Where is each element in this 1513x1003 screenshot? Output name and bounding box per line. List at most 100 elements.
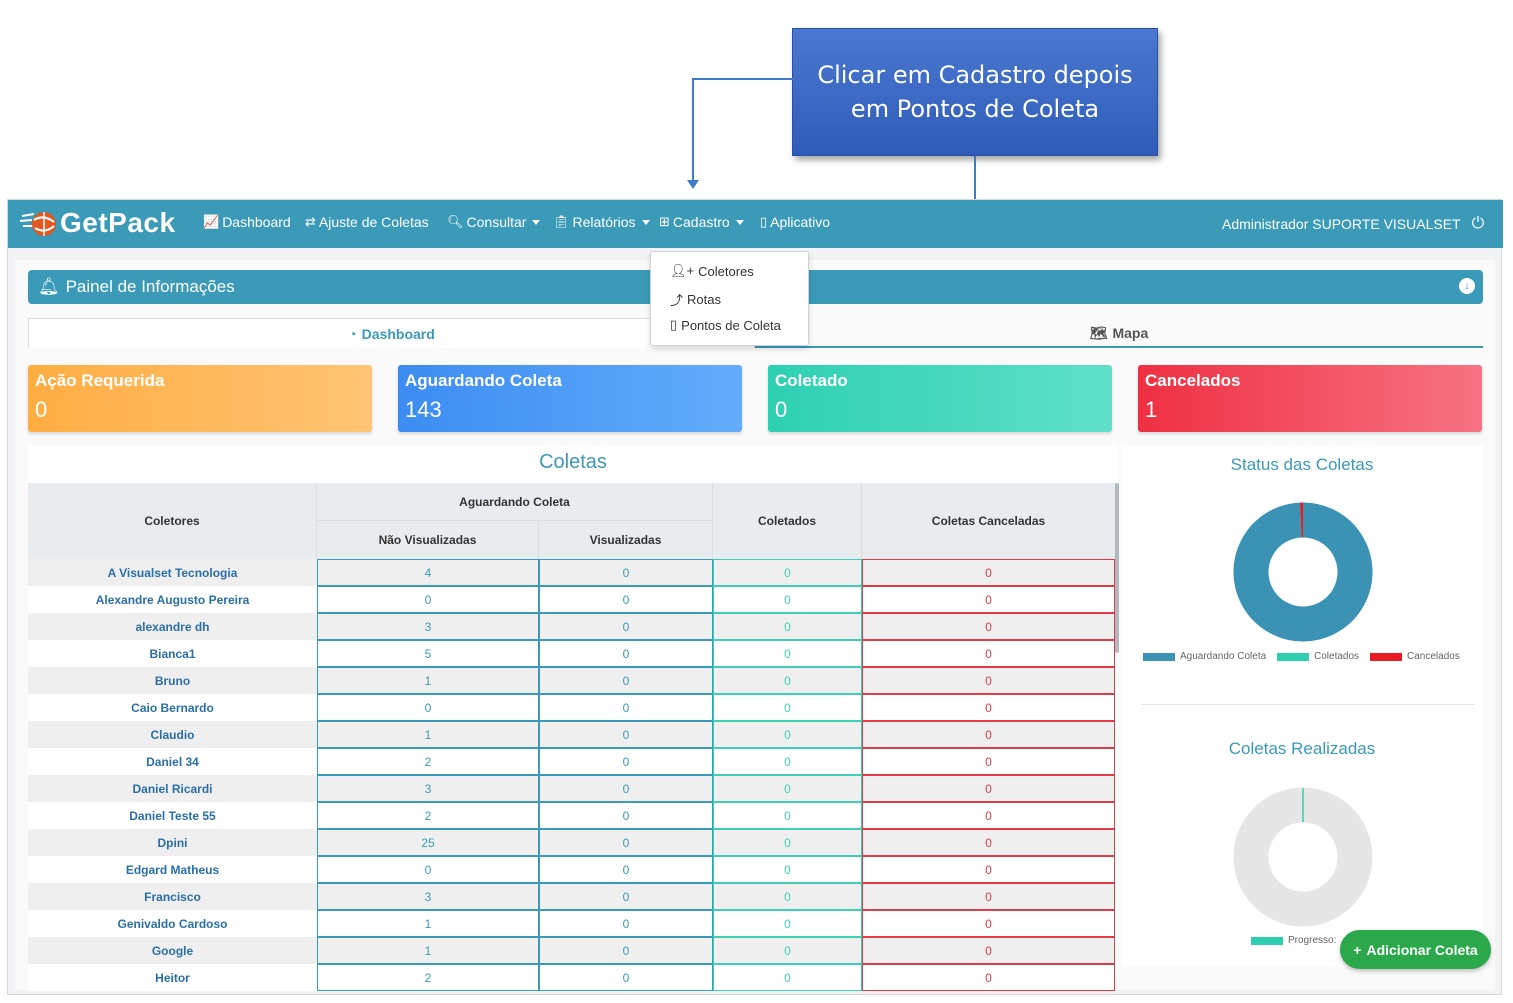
nao-visualizadas-cell: 25 xyxy=(317,829,539,856)
coletor-name[interactable]: Caio Bernardo xyxy=(28,694,317,721)
visualizadas-cell: 0 xyxy=(539,802,713,829)
coletados-cell: 0 xyxy=(713,910,862,937)
caret-down-icon xyxy=(641,219,650,225)
visualizadas-cell: 0 xyxy=(539,667,713,694)
visualizadas-cell: 0 xyxy=(539,694,713,721)
arrow-head-down-icon xyxy=(687,180,699,189)
menu-item-coletores[interactable]: 👤︎+ Coletores xyxy=(670,263,754,279)
user-menu[interactable]: Administrador SUPORTE VISUALSET ⏻ xyxy=(1222,215,1484,233)
grid-icon: ⊞ xyxy=(659,214,670,229)
coletor-name[interactable]: Daniel Ricardi xyxy=(28,775,317,802)
header-coletados[interactable]: Coletados xyxy=(713,483,862,559)
coletor-name[interactable]: A Visualset Tecnologia xyxy=(28,559,317,586)
coletor-name[interactable]: Bruno xyxy=(28,667,317,694)
canceladas-cell: 0 xyxy=(862,748,1115,775)
header-coletores[interactable]: Coletores xyxy=(28,483,317,559)
coletor-name[interactable]: Daniel Teste 55 xyxy=(28,802,317,829)
coletor-name[interactable]: Heitor xyxy=(28,964,317,991)
header-coletas-canceladas[interactable]: Coletas Canceladas xyxy=(862,483,1115,559)
realizadas-legend[interactable]: Progresso: xyxy=(1251,935,1336,946)
visualizadas-cell: 0 xyxy=(539,721,713,748)
menu-item-rotas[interactable]: ⤴ Rotas xyxy=(670,290,721,309)
card-coletado[interactable]: Coletado 0 xyxy=(768,365,1112,432)
legend-swatch xyxy=(1370,652,1402,661)
visualizadas-cell: 0 xyxy=(539,613,713,640)
exchange-icon: ⇄ xyxy=(305,214,316,229)
nav-consultar-label: Consultar xyxy=(466,214,527,230)
card-cancelados[interactable]: Cancelados 1 xyxy=(1138,365,1482,432)
tab-dashboard-label: Dashboard xyxy=(361,325,435,342)
power-icon[interactable]: ⏻ xyxy=(1471,215,1485,232)
coletor-name[interactable]: Google xyxy=(28,937,317,964)
status-slice-0[interactable] xyxy=(1233,502,1373,642)
nav-relatorios[interactable]: 📋︎ Relatórios xyxy=(553,214,650,230)
add-coleta-button[interactable]: + Adicionar Coleta xyxy=(1340,930,1491,969)
coletados-cell: 0 xyxy=(713,883,862,910)
coletor-name[interactable]: Francisco xyxy=(28,883,317,910)
collapse-toggle-icon[interactable]: ↓ xyxy=(1459,278,1475,294)
coletas-table-scroll[interactable]: Coletores Aguardando Coleta Coletados Co… xyxy=(28,483,1118,991)
getpack-logo-icon xyxy=(19,206,58,240)
map-icon: 🗺︎ xyxy=(1089,324,1108,341)
coletados-cell: 0 xyxy=(713,775,862,802)
nao-visualizadas-cell: 3 xyxy=(317,613,539,640)
card-acao-requerida[interactable]: Ação Requerida 0 xyxy=(28,365,372,432)
coletados-cell: 0 xyxy=(713,802,862,829)
menu-item-pontos-de-coleta[interactable]: ▯ Pontos de Coleta xyxy=(670,317,781,333)
coletados-cell: 0 xyxy=(713,613,862,640)
tab-mapa[interactable]: 🗺︎ Mapa xyxy=(755,318,1483,348)
card-value: 0 xyxy=(775,397,788,422)
header-visualizadas[interactable]: Visualizadas xyxy=(539,521,713,559)
brand-logo[interactable]: GetPack xyxy=(19,206,176,240)
building-icon: ▯ xyxy=(670,317,678,332)
nao-visualizadas-cell: 0 xyxy=(317,586,539,613)
canceladas-cell: 0 xyxy=(862,586,1115,613)
route-icon: ⤴ xyxy=(670,293,684,308)
table-scrollbar[interactable] xyxy=(1115,483,1119,653)
status-chart-title: Status das Coletas xyxy=(1230,455,1374,474)
nav-cadastro[interactable]: ⊞ Cadastro xyxy=(659,214,744,230)
clipboard-icon: 📋︎ xyxy=(553,214,570,229)
canceladas-cell: 0 xyxy=(862,910,1115,937)
instruction-callout: Clicar em Cadastro depois em Pontos de C… xyxy=(792,28,1158,156)
nav-ajuste-coletas[interactable]: ⇄ Ajuste de Coletas xyxy=(305,214,429,230)
card-title: Coletado xyxy=(775,371,848,390)
tab-dashboard[interactable]: ◔ Dashboard xyxy=(28,318,755,348)
status-donut-chart xyxy=(1233,502,1373,642)
cadastro-dropdown-menu: 👤︎+ Coletores ⤴ Rotas ▯ Pontos de Coleta xyxy=(650,251,809,346)
divider xyxy=(1141,704,1475,705)
nao-visualizadas-cell: 2 xyxy=(317,964,539,991)
coletor-name[interactable]: Bianca1 xyxy=(28,640,317,667)
nav-aplicativo[interactable]: ▯ Aplicativo xyxy=(760,214,830,230)
coletor-name[interactable]: Claudio xyxy=(28,721,317,748)
canceladas-cell: 0 xyxy=(862,829,1115,856)
coletados-cell: 0 xyxy=(713,667,862,694)
nao-visualizadas-cell: 0 xyxy=(317,694,539,721)
nao-visualizadas-cell: 1 xyxy=(317,910,539,937)
coletor-name[interactable]: Genivaldo Cardoso xyxy=(28,910,317,937)
callout-text: Clicar em Cadastro depois em Pontos de C… xyxy=(817,61,1133,123)
nao-visualizadas-cell: 4 xyxy=(317,559,539,586)
coletados-cell: 0 xyxy=(713,559,862,586)
status-legend-aguardando[interactable]: Aguardando Coleta xyxy=(1143,651,1266,662)
coletor-name[interactable]: Edgard Matheus xyxy=(28,856,317,883)
coletor-name[interactable]: alexandre dh xyxy=(28,613,317,640)
realizadas-donut-chart xyxy=(1233,787,1373,927)
header-nao-visualizadas[interactable]: Não Visualizadas xyxy=(317,521,539,559)
status-legend-cancelados[interactable]: Cancelados xyxy=(1370,651,1460,662)
nav-dashboard[interactable]: 📈 Dashboard xyxy=(203,214,291,230)
card-aguardando-coleta[interactable]: Aguardando Coleta 143 xyxy=(398,365,742,432)
status-legend-coletados[interactable]: Coletados xyxy=(1277,651,1359,662)
coletor-name[interactable]: Daniel 34 xyxy=(28,748,317,775)
nav-consultar[interactable]: 🔍︎ Consultar xyxy=(447,214,541,230)
card-value: 0 xyxy=(35,397,48,422)
coletor-name[interactable]: Alexandre Augusto Pereira xyxy=(28,586,317,613)
coletor-name[interactable]: Dpini xyxy=(28,829,317,856)
canceladas-cell: 0 xyxy=(862,721,1115,748)
